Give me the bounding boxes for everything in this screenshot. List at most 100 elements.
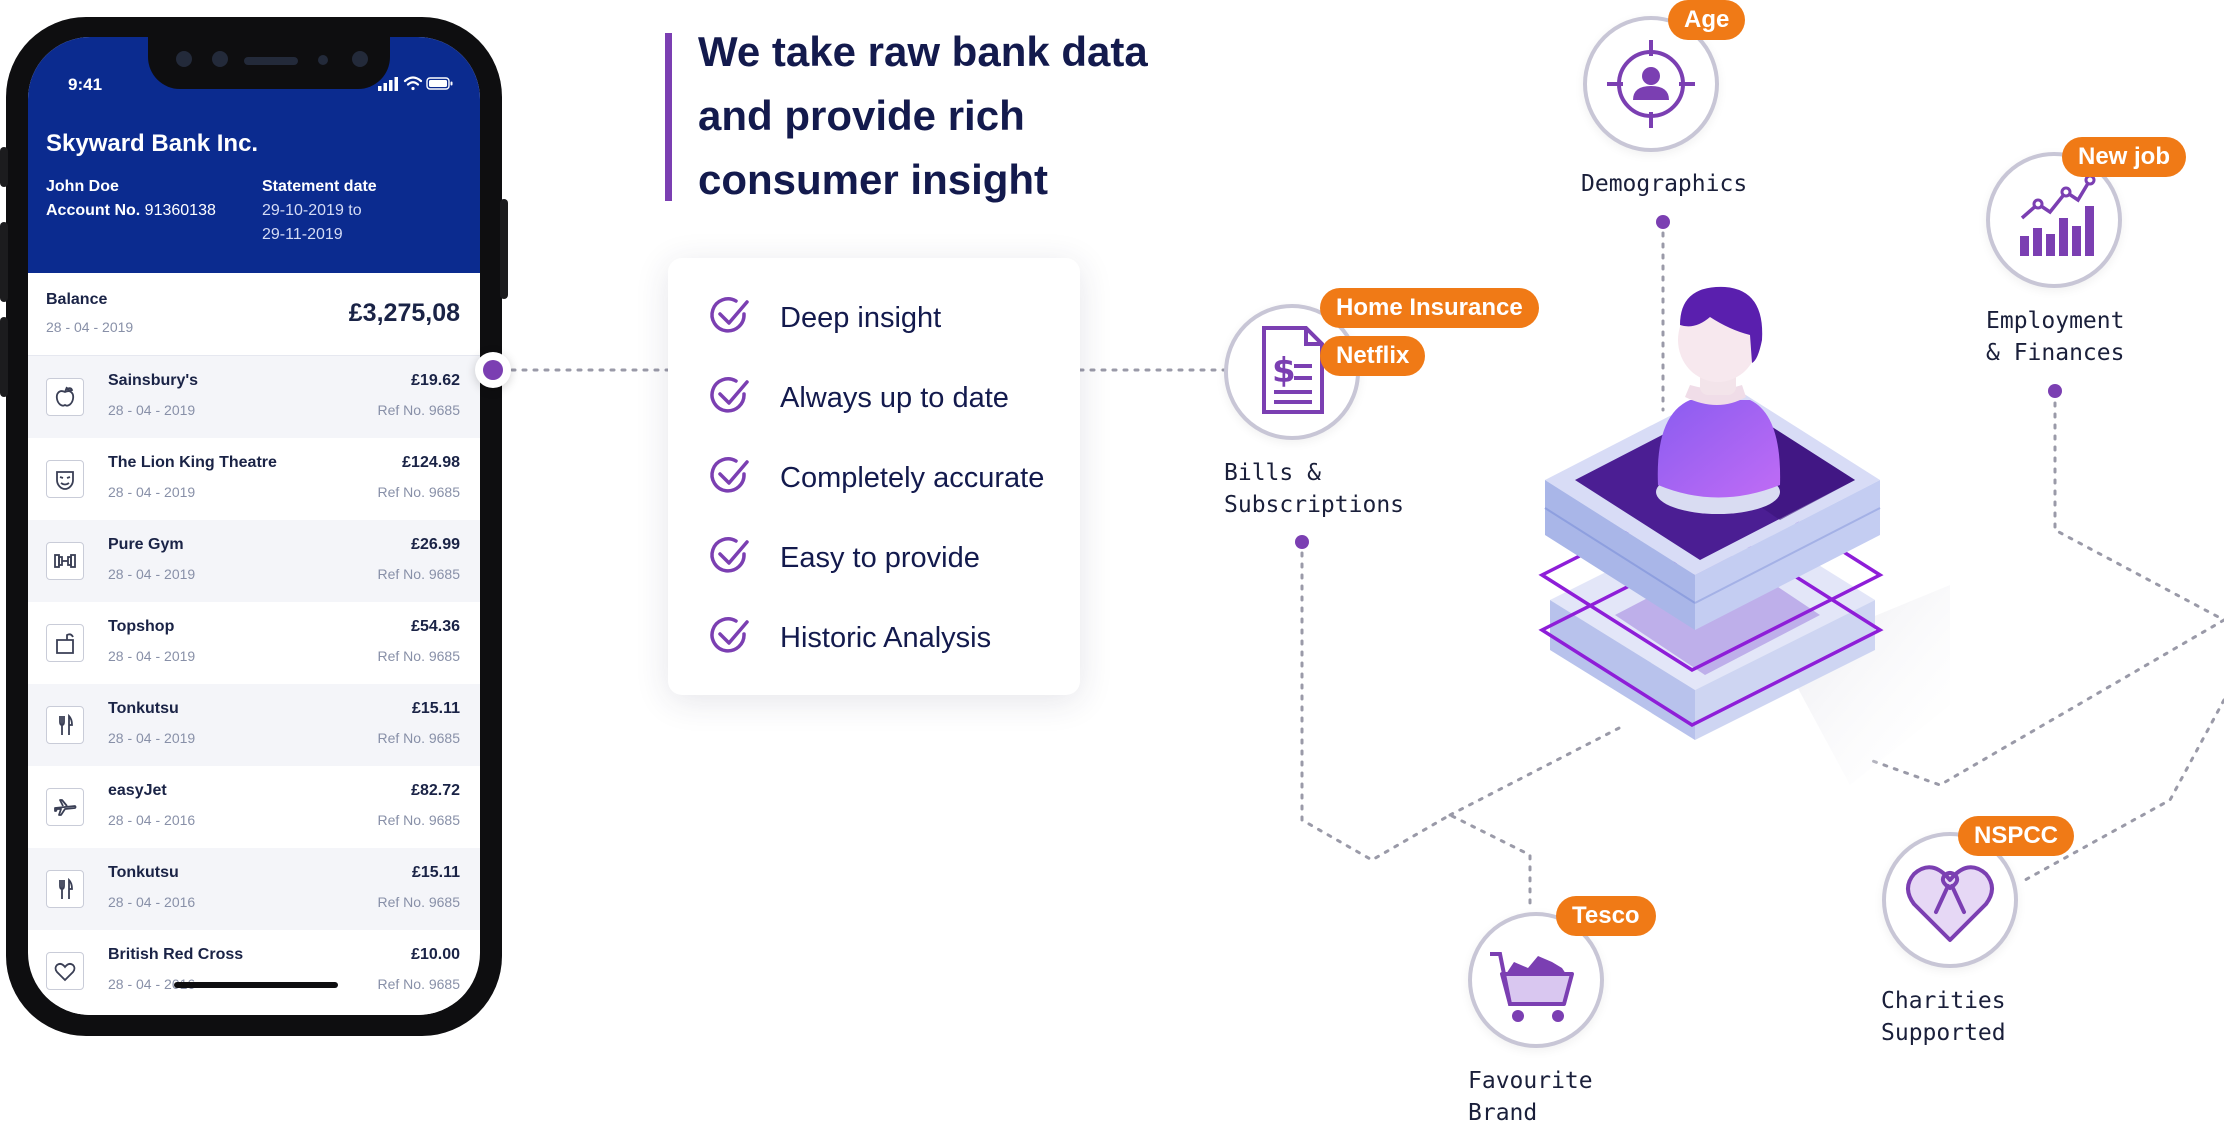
- signal-icon: [378, 77, 398, 91]
- customer-name: John Doe: [46, 178, 119, 195]
- feature-label: Always up to date: [780, 382, 1009, 414]
- sensor-icon: [318, 55, 328, 65]
- transaction-row[interactable]: British Red Cross 28 - 04 - 2016 £10.00 …: [28, 930, 480, 1012]
- connector-point: [1656, 215, 1670, 229]
- check-circle-icon: [710, 377, 749, 413]
- transaction-amount: £54.36: [411, 618, 460, 635]
- camera-icon: [176, 51, 192, 67]
- transaction-row[interactable]: Pure Gym 28 - 04 - 2019 £26.99 Ref No. 9…: [28, 520, 480, 602]
- transaction-date: 28 - 04 - 2019: [108, 402, 196, 418]
- growth-chart-icon: [2020, 174, 2096, 256]
- transaction-amount: £19.62: [411, 372, 460, 389]
- statement-from: 29-10-2019 to: [262, 202, 362, 219]
- shopping-bag-icon: [46, 624, 84, 662]
- transaction-name: Sainsbury's: [108, 372, 199, 389]
- transaction-row[interactable]: Tonkutsu 28 - 04 - 2019 £15.11 Ref No. 9…: [28, 684, 480, 766]
- invoice-icon: $: [1262, 326, 1324, 414]
- transaction-amount: £10.00: [411, 946, 460, 963]
- transaction-name: The Lion King Theatre: [108, 454, 277, 471]
- transaction-row[interactable]: Topshop 28 - 04 - 2019 £54.36 Ref No. 96…: [28, 602, 480, 684]
- feature-label: Completely accurate: [780, 462, 1045, 494]
- check-circle-icon: [710, 297, 749, 333]
- transaction-amount: £26.99: [411, 536, 460, 553]
- category-label: Bills & Subscriptions: [1224, 460, 1405, 518]
- transaction-ref: Ref No. 9685: [377, 648, 461, 664]
- transaction-name: Topshop: [108, 618, 175, 635]
- transaction-amount: £124.98: [402, 454, 460, 471]
- feature-label: Easy to provide: [780, 542, 980, 574]
- transaction-ref: Ref No. 9685: [377, 812, 461, 828]
- transaction-date: 28 - 04 - 2016: [108, 894, 196, 910]
- tag-pill: Netflix: [1320, 336, 1426, 376]
- theatre-mask-icon: [46, 460, 84, 498]
- shopping-cart-icon: [1490, 952, 1574, 1022]
- balance-label: Balance: [46, 291, 108, 308]
- battery-icon: [426, 77, 453, 90]
- account-info: John Doe Account No. 91360138: [46, 175, 216, 223]
- transaction-row[interactable]: The Lion King Theatre 28 - 04 - 2019 £12…: [28, 438, 480, 520]
- transaction-row[interactable]: Tonkutsu 28 - 04 - 2016 £15.11 Ref No. 9…: [28, 848, 480, 930]
- tag-pill: Home Insurance: [1320, 288, 1539, 328]
- transaction-ref: Ref No. 9685: [377, 484, 461, 500]
- headline-accent-bar: [665, 33, 672, 201]
- transaction-ref: Ref No. 9685: [377, 566, 461, 582]
- statement-label: Statement date: [262, 178, 377, 195]
- category-label: Demographics: [1581, 171, 1748, 197]
- connector-point: [2048, 384, 2062, 398]
- charities-node[interactable]: [1882, 832, 2018, 968]
- statement-to: 29-11-2019: [262, 226, 343, 243]
- phone-volume-up: [0, 222, 8, 302]
- phone-notch: [148, 37, 390, 89]
- phone-screen: 9:41: [28, 37, 480, 1015]
- transaction-date: 28 - 04 - 2016: [108, 976, 196, 992]
- transaction-row[interactable]: Sainsbury's 28 - 04 - 2019 £19.62 Ref No…: [28, 356, 480, 438]
- transaction-ref: Ref No. 9685: [377, 894, 461, 910]
- phone-mute-switch: [0, 147, 8, 187]
- check-circle-icon: [710, 457, 749, 493]
- headline: We take raw bank data and provide rich c…: [698, 28, 1148, 203]
- transaction-date: 28 - 04 - 2019: [108, 484, 196, 500]
- check-circle-icon: [710, 617, 749, 653]
- transaction-name: British Red Cross: [108, 946, 244, 963]
- phone-power-button: [500, 199, 508, 299]
- cutlery-icon: [46, 706, 84, 744]
- balance-date: 28 - 04 - 2019: [46, 319, 134, 335]
- transaction-amount: £82.72: [411, 782, 460, 799]
- connector-dot: [475, 352, 511, 388]
- category-label: Charities Supported: [1881, 988, 2006, 1046]
- heart-icon: [46, 952, 84, 990]
- check-circle-icon: [710, 537, 749, 573]
- transaction-name: Tonkutsu: [108, 700, 179, 717]
- transaction-date: 28 - 04 - 2016: [108, 812, 196, 828]
- transaction-row[interactable]: easyJet 28 - 04 - 2016 £82.72 Ref No. 96…: [28, 766, 480, 848]
- home-indicator[interactable]: [174, 982, 338, 988]
- transaction-date: 28 - 04 - 2019: [108, 566, 196, 582]
- transaction-name: Tonkutsu: [108, 864, 179, 881]
- tag-pill: New job: [2062, 137, 2187, 177]
- svg-text:$: $: [1272, 351, 1296, 391]
- account-label: Account No.: [46, 202, 141, 219]
- tag-pill: NSPCC: [1958, 816, 2075, 856]
- apple-icon: [46, 378, 84, 416]
- ribbon-heart-icon: [1906, 865, 1994, 942]
- features-card: Deep insight Always up to date Completel…: [668, 258, 1080, 695]
- airplane-icon: [46, 788, 84, 826]
- category-label: Favourite Brand: [1468, 1068, 1593, 1126]
- category-label: Employment & Finances: [1986, 308, 2125, 366]
- employment-node[interactable]: [1986, 152, 2122, 288]
- status-time: 9:41: [68, 75, 103, 94]
- balance-amount: £3,275,08: [348, 299, 460, 327]
- statement-info: Statement date 29-10-2019 to 29-11-2019: [262, 175, 377, 247]
- speaker-grille: [244, 57, 298, 65]
- phone-mockup: 9:41: [0, 17, 508, 1036]
- transaction-ref: Ref No. 9685: [377, 730, 461, 746]
- transaction-amount: £15.11: [411, 864, 460, 881]
- target-person-icon: [1607, 40, 1695, 128]
- tag-pill: Age: [1668, 0, 1746, 40]
- transaction-ref: Ref No. 9685: [377, 402, 461, 418]
- transaction-name: Pure Gym: [108, 536, 184, 553]
- cutlery-icon: [46, 870, 84, 908]
- person-platform-illustration: [1538, 286, 1950, 785]
- transaction-date: 28 - 04 - 2019: [108, 648, 196, 664]
